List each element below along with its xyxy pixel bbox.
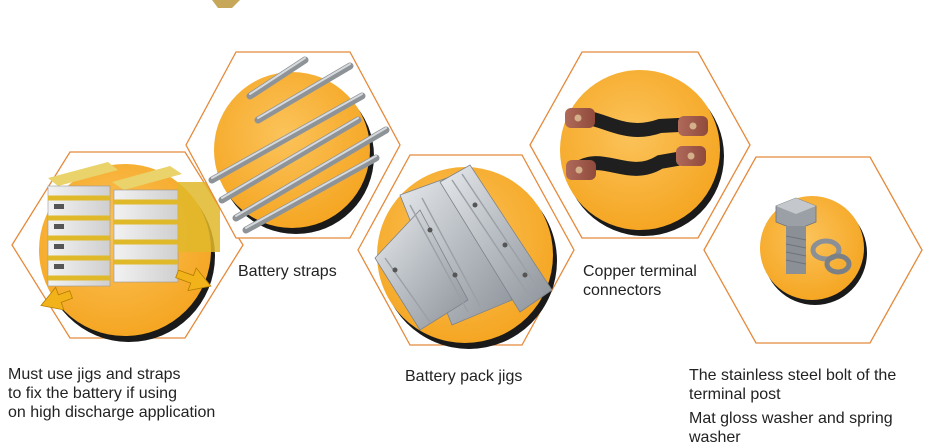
- caption-line: Mat gloss washer and spring: [689, 410, 893, 427]
- caption-line: The stainless steel bolt of the: [689, 367, 897, 384]
- hexagon-bolt-and-washers: [703, 156, 923, 344]
- caption-line: on high discharge application: [8, 404, 216, 421]
- hexagon-battery-straps: [185, 51, 401, 239]
- battery-pack-jigs-image: [374, 164, 553, 331]
- battery-straps-image: [208, 56, 390, 234]
- caption-line: Battery pack jigs: [405, 368, 523, 385]
- caption-washers: Mat gloss washer and spring washer: [689, 409, 893, 447]
- caption-line: Copper terminal: [583, 263, 697, 280]
- caption-line: connectors: [583, 282, 662, 299]
- battery-stack-image: [40, 162, 220, 311]
- caption-battery-straps: Battery straps: [238, 262, 337, 281]
- caption-line: Battery straps: [238, 263, 337, 280]
- caption-line: washer: [689, 429, 741, 446]
- caption-stainless-bolt: The stainless steel bolt of the terminal…: [689, 366, 896, 404]
- caption-jigs-and-straps: Must use jigs and straps to fix the batt…: [8, 365, 215, 422]
- copper-connectors-image: [565, 108, 708, 180]
- caption-line: Must use jigs and straps: [8, 366, 181, 383]
- top-fragment: [212, 0, 240, 8]
- bolt-and-washers-image: [775, 197, 852, 275]
- caption-battery-pack-jigs: Battery pack jigs: [405, 367, 522, 386]
- caption-copper-connectors: Copper terminal connectors: [583, 262, 697, 300]
- hexagon-jigs-and-straps: [11, 151, 244, 342]
- hexagon-copper-connectors: [529, 51, 751, 239]
- caption-line: to fix the battery if using: [8, 385, 177, 402]
- hexagon-battery-pack-jigs: [357, 154, 575, 349]
- caption-line: terminal post: [689, 386, 781, 403]
